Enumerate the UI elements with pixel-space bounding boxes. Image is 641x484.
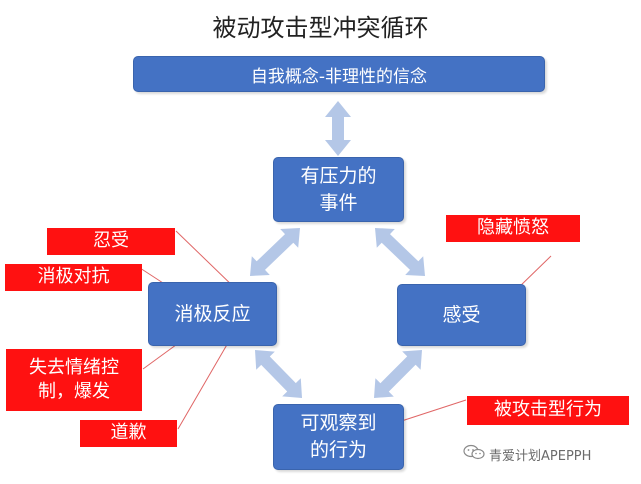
arrow-event-to-response: [250, 228, 300, 276]
tag-negative-resistance: 消极对抗: [5, 264, 142, 291]
negative-response-node: 消极反应: [148, 282, 277, 346]
stressful-event-line1: 有压力的: [300, 164, 377, 187]
tag-passive-aggressive-behavior: 被攻击型行为: [467, 396, 629, 425]
stressful-event-node: 有压力的 事件: [273, 157, 404, 222]
tag-lose-control-line2: 制，爆发: [38, 381, 110, 402]
tag-lose-control: 失去情绪控 制，爆发: [6, 349, 142, 411]
observable-behavior-line2: 的行为: [309, 439, 367, 461]
arrow-event-to-feeling: [375, 228, 425, 276]
feeling-node: 感受: [397, 284, 526, 346]
connector-apologize: [177, 335, 233, 430]
stressful-event-line2: 事件: [319, 191, 358, 214]
tag-hide-anger: 隐藏愤怒: [446, 215, 580, 242]
tag-endure: 忍受: [47, 228, 175, 255]
vertical-double-arrow: [325, 101, 351, 156]
arrow-feeling-to-behavior: [374, 350, 422, 398]
wechat-icon: [463, 444, 485, 464]
observable-behavior-node: 可观察到 的行为: [273, 404, 404, 470]
observable-behavior-line1: 可观察到: [300, 412, 377, 435]
watermark-text: 青爱计划APEPPH: [489, 448, 592, 464]
connector-lose-control: [142, 341, 181, 370]
tag-lose-control-line1: 失去情绪控: [29, 356, 119, 378]
page-title: 被动攻击型冲突循环: [212, 14, 429, 42]
watermark: 青爱计划APEPPH: [463, 444, 591, 464]
arrow-response-to-behavior: [255, 350, 302, 398]
self-concept-bar: 自我概念-非理性的信念: [133, 56, 545, 92]
connector-endure: [175, 230, 239, 292]
tag-apologize: 道歉: [80, 420, 177, 447]
